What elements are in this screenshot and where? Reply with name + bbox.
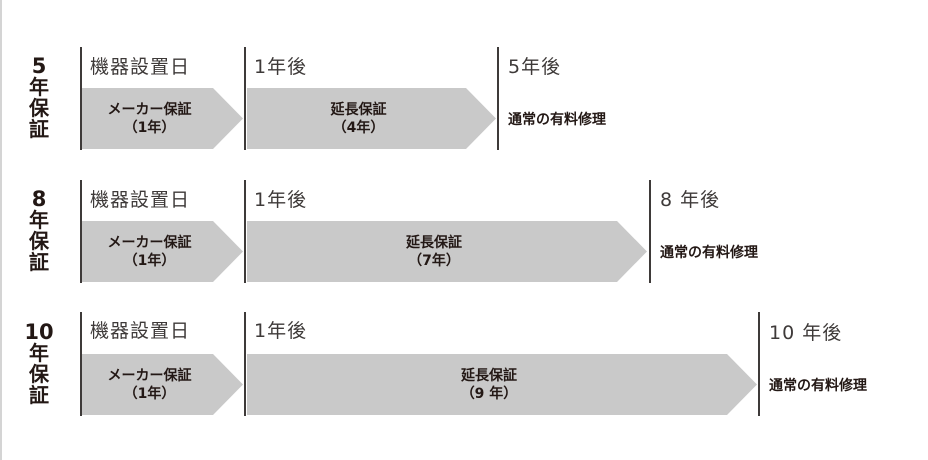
maker-warranty-duration: （1年） <box>123 385 176 402</box>
row-label-char: 保 <box>29 362 49 386</box>
extended-warranty-arrow: 延長保証 （9 年） <box>247 354 757 415</box>
row-label-years: 5 <box>31 54 47 78</box>
paid-repair-label: 通常の有料修理 <box>769 378 867 394</box>
paid-repair-label: 通常の有料修理 <box>660 245 758 261</box>
row-label-char: 証 <box>29 383 49 407</box>
extended-warranty-label: 延長保証 <box>461 367 517 384</box>
milestone-end: 5年後 <box>508 56 562 78</box>
row-label-char: 保 <box>29 96 49 120</box>
divider-end <box>649 180 651 283</box>
maker-warranty-duration: （1年） <box>123 119 176 136</box>
row-label-years: 10 <box>24 320 54 344</box>
row-label-char: 証 <box>29 117 49 141</box>
row-label-char: 年 <box>29 75 49 99</box>
extended-warranty-arrow: 延長保証 （4年） <box>247 88 496 149</box>
row-label-char: 年 <box>29 208 49 232</box>
left-border-line <box>0 0 2 460</box>
maker-warranty-arrow: メーカー保証 （1年） <box>82 221 243 282</box>
row-label: 8 年 保 証 <box>0 188 78 273</box>
divider-start <box>80 312 82 416</box>
row-label: 5 年 保 証 <box>0 55 78 140</box>
divider-end <box>758 312 760 416</box>
maker-warranty-arrow: メーカー保証 （1年） <box>82 88 243 149</box>
divider-1-year <box>244 312 246 416</box>
divider-1-year <box>244 47 246 150</box>
maker-warranty-label: メーカー保証 <box>107 367 192 384</box>
divider-start <box>80 180 82 283</box>
row-label-char: 保 <box>29 229 49 253</box>
extended-warranty-label: 延長保証 <box>330 101 387 118</box>
milestone-end: 10 年後 <box>769 322 843 344</box>
milestone-1-year: 1年後 <box>254 320 308 342</box>
maker-warranty-arrow: メーカー保証 （1年） <box>82 354 243 415</box>
row-label-years: 8 <box>31 187 47 211</box>
divider-start <box>80 47 82 150</box>
milestone-install-date: 機器設置日 <box>90 320 191 342</box>
paid-repair-label: 通常の有料修理 <box>508 112 606 128</box>
extended-warranty-duration: （7年） <box>408 252 460 269</box>
row-label-char: 年 <box>29 341 49 365</box>
milestone-install-date: 機器設置日 <box>90 56 191 78</box>
row-label-char: 証 <box>29 250 49 274</box>
row-label: 10 年 保 証 <box>0 321 78 406</box>
milestone-1-year: 1年後 <box>254 189 308 211</box>
maker-warranty-duration: （1年） <box>123 252 176 269</box>
divider-1-year <box>244 180 246 283</box>
extended-warranty-arrow: 延長保証 （7年） <box>247 221 647 282</box>
milestone-1-year: 1年後 <box>254 56 308 78</box>
divider-end <box>497 47 499 150</box>
maker-warranty-label: メーカー保証 <box>107 101 192 118</box>
extended-warranty-duration: （4年） <box>332 119 385 136</box>
extended-warranty-duration: （9 年） <box>460 385 518 402</box>
extended-warranty-label: 延長保証 <box>406 234 462 251</box>
milestone-install-date: 機器設置日 <box>90 189 191 211</box>
maker-warranty-label: メーカー保証 <box>107 234 192 251</box>
milestone-end: 8 年後 <box>660 189 721 211</box>
